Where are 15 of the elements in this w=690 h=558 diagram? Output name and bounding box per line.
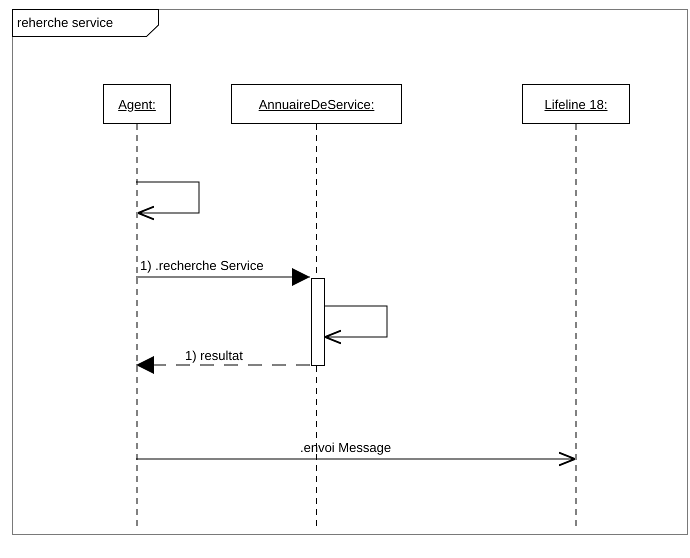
object-box: AnnuaireDeService: <box>231 84 402 124</box>
frame-title: reherche service <box>17 15 114 30</box>
object-box: Lifeline 18: <box>522 84 630 124</box>
message-label: .envoi Message <box>300 440 392 455</box>
message-label: 1) resultat <box>185 348 243 363</box>
return-message-arrow <box>136 356 310 374</box>
activation-bar <box>311 278 325 366</box>
sequence-frame <box>12 9 688 535</box>
self-message-arrow <box>136 182 200 220</box>
message-arrow <box>136 268 310 286</box>
message-arrow <box>136 452 576 466</box>
lifeline <box>522 84 630 529</box>
self-message-arrow <box>324 306 388 344</box>
object-box: Agent: <box>103 84 171 124</box>
message-label: 1) .recherche Service <box>140 258 264 273</box>
